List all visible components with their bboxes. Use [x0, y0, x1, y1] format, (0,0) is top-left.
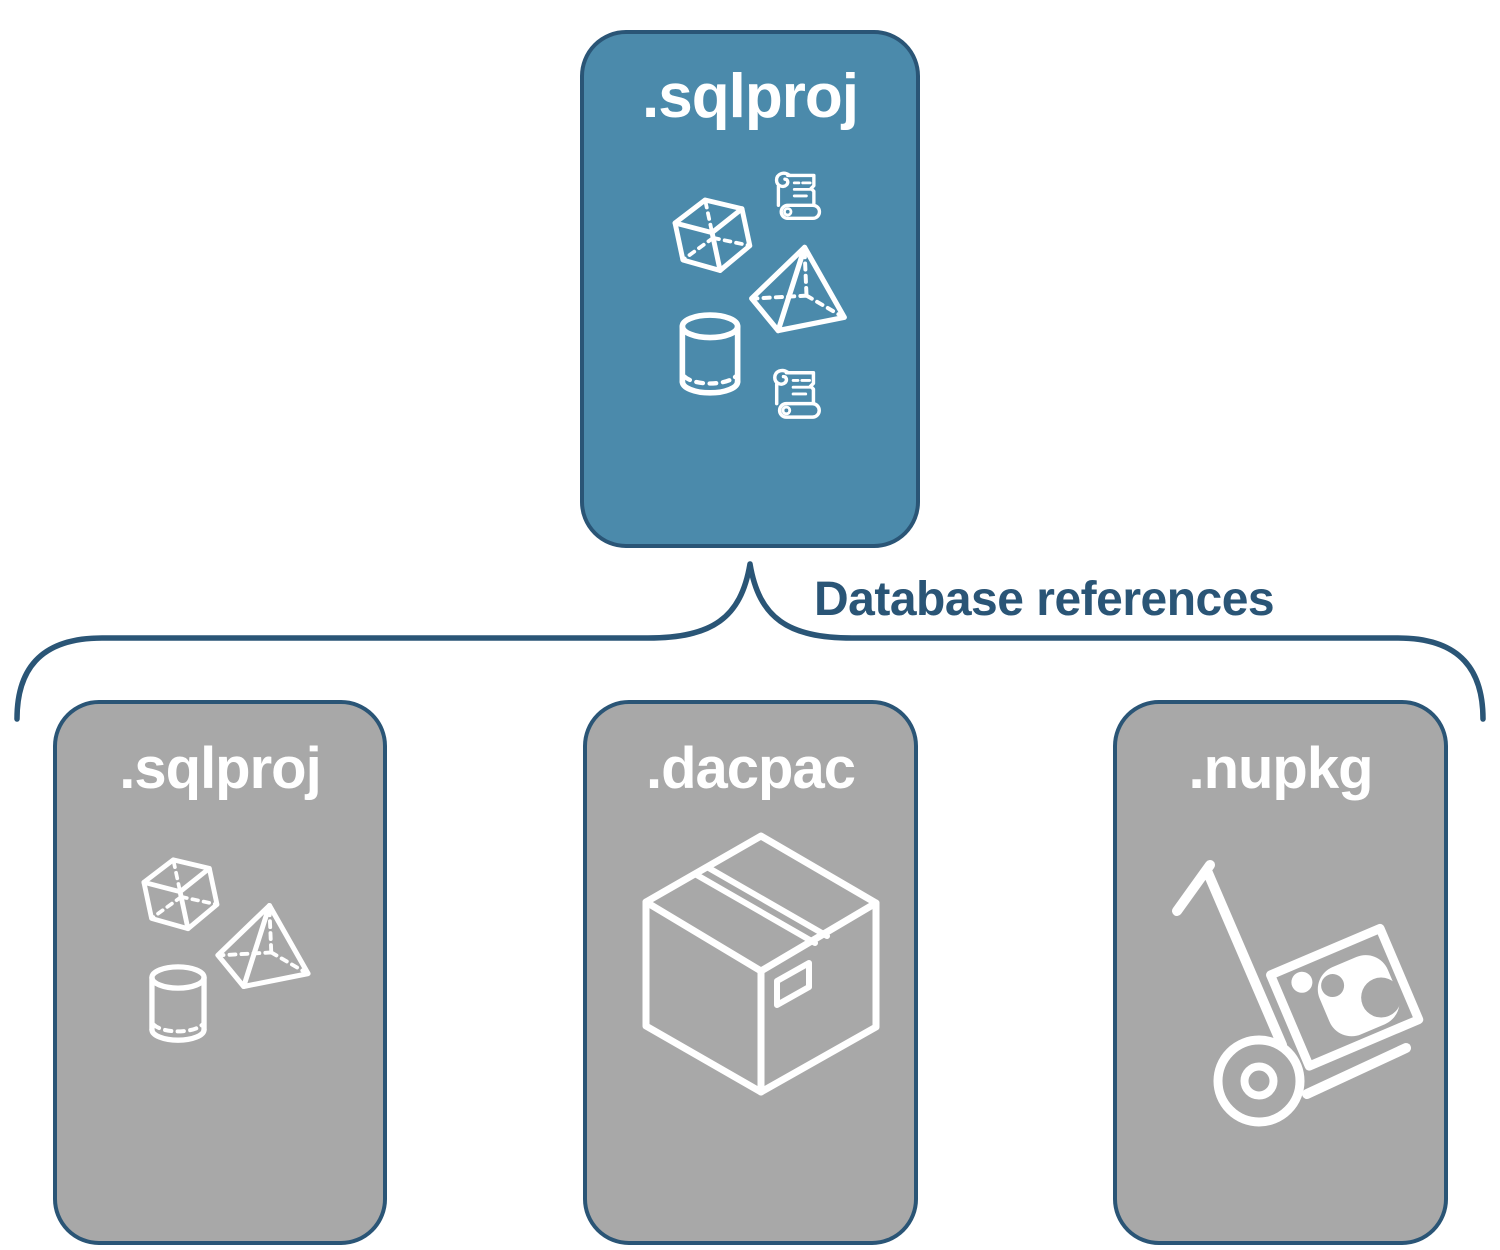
package-box-icon: [642, 832, 880, 1096]
cylinder-icon: [679, 312, 741, 396]
node-child-sqlproj: .sqlproj: [53, 700, 387, 1245]
pyramid-icon: [749, 244, 847, 334]
node-root-sqlproj: .sqlproj: [580, 30, 920, 548]
node-child-title: .sqlproj: [119, 736, 321, 801]
node-child-nupkg: .nupkg: [1113, 700, 1448, 1245]
node-child-title: .dacpac: [646, 736, 856, 801]
cube-icon: [141, 857, 220, 932]
hand-truck-package-icon: [1172, 860, 1424, 1127]
pyramid-icon: [215, 902, 311, 990]
node-child-title: .nupkg: [1188, 736, 1373, 801]
cylinder-icon: [149, 964, 207, 1043]
scroll-icon: [773, 368, 821, 419]
scroll-icon: [774, 171, 822, 221]
node-child-dacpac: .dacpac: [583, 700, 918, 1245]
node-root-title: .sqlproj: [642, 62, 859, 131]
cube-icon: [672, 197, 753, 273]
connector-label: Database references: [814, 573, 1275, 626]
